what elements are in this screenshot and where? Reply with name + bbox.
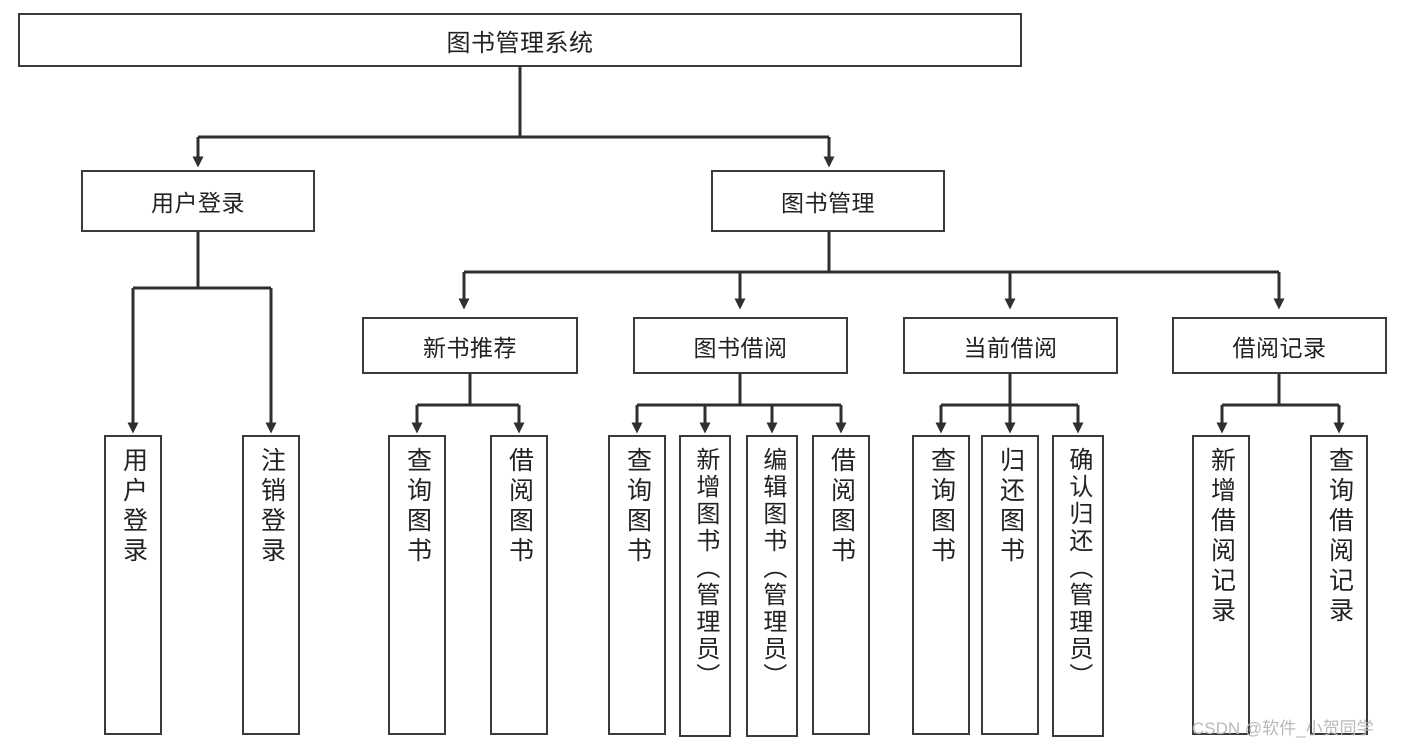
node-label: 新增图书（管理员） bbox=[691, 447, 719, 690]
node-label: 用户登录 bbox=[119, 447, 148, 567]
node-label: 编辑图书（管理员） bbox=[758, 447, 786, 690]
node-leaf-query-book-1[interactable]: 查询图书 bbox=[388, 435, 446, 735]
node-leaf-query-book-2[interactable]: 查询图书 bbox=[608, 435, 666, 735]
node-label: 查询图书 bbox=[927, 447, 956, 567]
node-borrow-record[interactable]: 借阅记录 bbox=[1172, 317, 1387, 374]
node-label: 确认归还（管理员） bbox=[1064, 447, 1092, 690]
node-label: 归还图书 bbox=[996, 447, 1025, 567]
node-label: 新增借阅记录 bbox=[1207, 447, 1236, 627]
node-label: 图书管理系统 bbox=[446, 29, 594, 57]
node-label: 借阅图书 bbox=[505, 447, 534, 567]
node-label: 当前借阅 bbox=[963, 334, 1058, 361]
node-label: 借阅图书 bbox=[827, 447, 856, 567]
node-user-login[interactable]: 用户登录 bbox=[81, 170, 315, 232]
node-label: 新书推荐 bbox=[423, 334, 517, 361]
node-label: 查询借阅记录 bbox=[1325, 447, 1354, 627]
watermark-text: CSDN @软件_小贺同学 bbox=[1192, 719, 1374, 738]
node-book-borrow[interactable]: 图书借阅 bbox=[633, 317, 848, 374]
node-label: 图书借阅 bbox=[693, 334, 788, 361]
node-label: 注销登录 bbox=[257, 447, 286, 567]
node-leaf-add-record[interactable]: 新增借阅记录 bbox=[1192, 435, 1250, 735]
node-book-manage[interactable]: 图书管理 bbox=[711, 170, 945, 232]
node-leaf-query-record[interactable]: 查询借阅记录 bbox=[1310, 435, 1368, 735]
node-new-book-recommend[interactable]: 新书推荐 bbox=[362, 317, 578, 374]
node-leaf-user-login[interactable]: 用户登录 bbox=[104, 435, 162, 735]
node-leaf-return-book[interactable]: 归还图书 bbox=[981, 435, 1039, 735]
node-leaf-add-book[interactable]: 新增图书（管理员） bbox=[679, 435, 731, 737]
node-label: 借阅记录 bbox=[1232, 334, 1327, 361]
node-label: 用户登录 bbox=[151, 190, 245, 216]
node-leaf-confirm-return[interactable]: 确认归还（管理员） bbox=[1052, 435, 1104, 737]
node-leaf-edit-book[interactable]: 编辑图书（管理员） bbox=[746, 435, 798, 737]
node-leaf-logout[interactable]: 注销登录 bbox=[242, 435, 300, 735]
node-root[interactable]: 图书管理系统 bbox=[18, 13, 1022, 67]
node-label: 查询图书 bbox=[403, 447, 432, 567]
node-leaf-borrow-book-1[interactable]: 借阅图书 bbox=[490, 435, 548, 735]
node-leaf-query-book-3[interactable]: 查询图书 bbox=[912, 435, 970, 735]
node-label: 图书管理 bbox=[781, 190, 875, 216]
node-label: 查询图书 bbox=[623, 447, 652, 567]
node-current-borrow[interactable]: 当前借阅 bbox=[903, 317, 1118, 374]
node-leaf-borrow-book-2[interactable]: 借阅图书 bbox=[812, 435, 870, 735]
